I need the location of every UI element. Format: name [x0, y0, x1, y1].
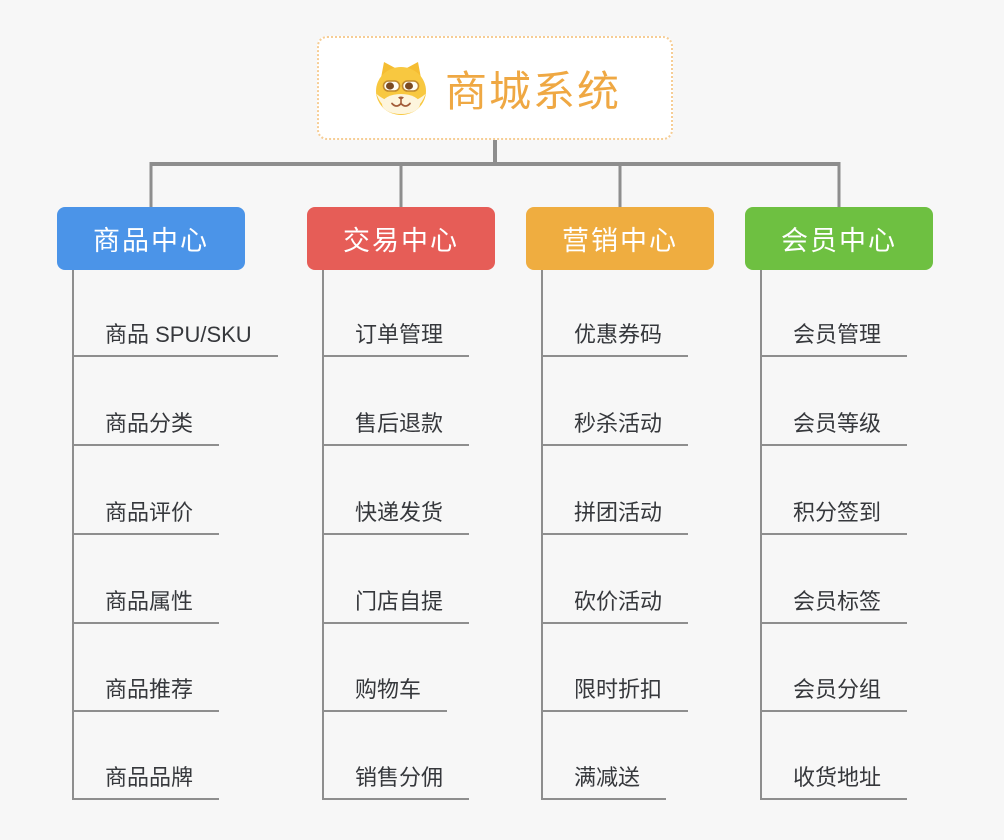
topic-item[interactable]: 会员分组: [760, 675, 908, 712]
topic-item[interactable]: 商品属性: [72, 587, 220, 624]
topic-item[interactable]: 快递发货: [322, 498, 470, 535]
branch-node-1[interactable]: 商品中心: [57, 207, 245, 270]
dog-icon: [369, 60, 433, 116]
root-title: 商城系统: [444, 67, 621, 115]
topic-item[interactable]: 门店自提: [322, 587, 470, 624]
topic-item[interactable]: 商品评价: [72, 498, 220, 535]
topic-item[interactable]: 售后退款: [322, 409, 470, 446]
topic-item[interactable]: 商品分类: [72, 409, 220, 446]
topic-item[interactable]: 商品品牌: [72, 763, 220, 800]
branch-label: 商品中心: [93, 226, 209, 256]
topic-item[interactable]: 购物车: [322, 675, 448, 712]
branch-label: 会员中心: [781, 226, 897, 256]
branch-node-2[interactable]: 交易中心: [307, 207, 495, 270]
topic-item[interactable]: 限时折扣: [541, 675, 689, 712]
branch-label: 营销中心: [562, 226, 678, 256]
topic-item[interactable]: 销售分佣: [322, 763, 470, 800]
topic-item[interactable]: 收货地址: [760, 763, 908, 800]
topic-item[interactable]: 商品 SPU/SKU: [72, 320, 278, 357]
root-node[interactable]: 商城系统: [317, 36, 673, 140]
topic-item[interactable]: 商品推荐: [72, 675, 220, 712]
branch-label: 交易中心: [343, 226, 459, 256]
topic-item[interactable]: 拼团活动: [541, 498, 689, 535]
topic-item[interactable]: 会员标签: [760, 587, 908, 624]
topic-item[interactable]: 会员管理: [760, 320, 908, 357]
topic-item[interactable]: 会员等级: [760, 409, 908, 446]
branch-node-4[interactable]: 会员中心: [745, 207, 933, 270]
topic-item[interactable]: 砍价活动: [541, 587, 689, 624]
topic-item[interactable]: 满减送: [541, 763, 667, 800]
topic-item[interactable]: 订单管理: [322, 320, 470, 357]
branch-node-3[interactable]: 营销中心: [526, 207, 714, 270]
topic-item[interactable]: 积分签到: [760, 498, 908, 535]
topic-item[interactable]: 优惠券码: [541, 320, 689, 357]
topic-item[interactable]: 秒杀活动: [541, 409, 689, 446]
